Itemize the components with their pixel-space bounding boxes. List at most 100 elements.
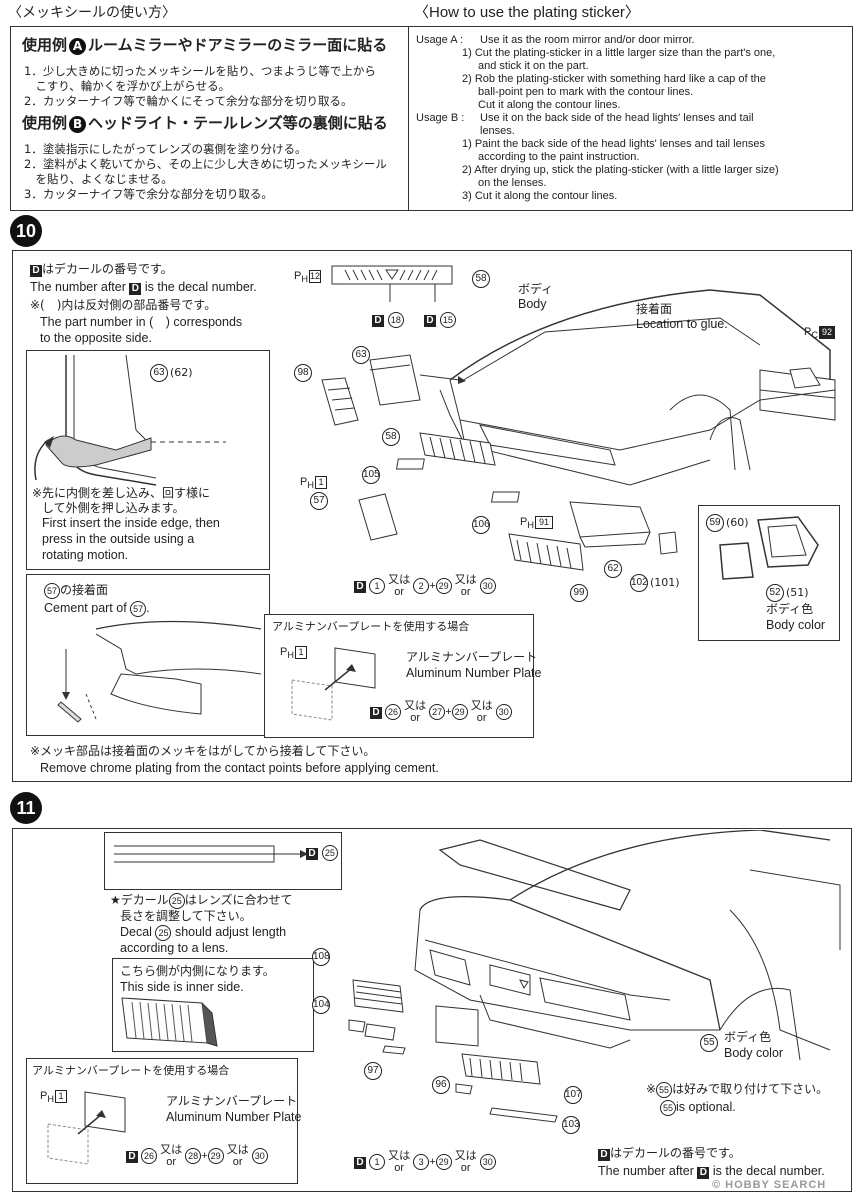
decal-18-label: D 18 <box>372 312 404 328</box>
rear-body-color-jp: ボディ色 <box>724 1030 772 1044</box>
usage-b-en-2b: on the lenses. <box>478 177 547 189</box>
part-107-callout: 107 <box>564 1086 582 1104</box>
part-105-drawing <box>395 458 425 470</box>
body-en-label: Body <box>518 297 547 311</box>
usage-a-badge: A <box>69 38 87 55</box>
usage-b-en-label: Usage B : <box>416 112 465 124</box>
inner-lens-drawing <box>121 997 218 1047</box>
body-jp-label: ボディ <box>518 282 554 296</box>
inset-alum-plate-10 <box>264 614 534 738</box>
step10-paren-en: The part number in ( ) corresponds <box>40 315 243 329</box>
chrome-note-jp: ※メッキ部品は接着面のメッキをはがしてから接着して下さい。 <box>30 744 376 758</box>
alum-title-11: アルミナンバープレートを使用する場合 <box>32 1064 230 1077</box>
alum-plate-drawing-11 <box>47 1091 126 1165</box>
part-108-callout: 108 <box>312 948 330 966</box>
part-101-paren: (101) <box>650 576 680 589</box>
chrome-note-en: Remove chrome plating from the contact p… <box>40 761 439 775</box>
part-105-callout: 105 <box>362 466 380 484</box>
part-60-paren: (60) <box>726 516 749 529</box>
part-102-drawing <box>658 531 678 555</box>
inner-side-jp: こちら側が内側になります。 <box>120 964 275 978</box>
part-58-top-label: 58 <box>472 270 490 288</box>
usage-a-en-text: Use it as the room mirror and/or door mi… <box>480 34 695 46</box>
usage-a-jp-step2: 2．カッターナイフ等で輪かくにそって余分な部分を切り取る。 <box>24 94 353 108</box>
usage-b-en-1: 1) Paint the back side of the head light… <box>462 138 765 150</box>
part-63-label: 63 <box>150 364 168 382</box>
usage-a-en-2c: Cut it along the contour lines. <box>478 99 621 111</box>
insert-en: First insert the inside edge, then <box>42 516 220 530</box>
usage-b-jp-step1: 1．塗装指示にしたがってレンズの裏側を塗り分ける。 <box>24 142 307 156</box>
part-59-callout: 59 <box>706 514 724 532</box>
step-10-number: 10 <box>10 215 42 247</box>
inner-side-en: This side is inner side. <box>120 980 244 994</box>
part-52-callout: 52 <box>766 584 784 602</box>
usage-a-jp-step1b: こすり、輪かくを浮かび上がらせる。 <box>24 79 231 93</box>
usage-b-en-textb: lenses. <box>480 125 515 137</box>
part-57-drawing <box>358 493 398 541</box>
usage-b-jp-step2: 2．塗料がよく乾いてから、その上に少し大きめに切ったメッキシール <box>24 157 387 171</box>
usage-b-jp-step2b: を貼り、よくなじませる。 <box>24 172 173 186</box>
alum-jp-10: アルミナンバープレート <box>406 650 538 664</box>
part-99-callout: 99 <box>570 584 588 602</box>
decal-lens-en3: according to a lens. <box>120 941 229 955</box>
part-104-callout: 104 <box>312 996 330 1014</box>
part-106-callout: 106 <box>472 516 490 534</box>
part-103-callout: 103 <box>562 1116 580 1134</box>
glue-jp-label: 接着面 <box>636 302 673 316</box>
alum-jp-11: アルミナンバープレート <box>166 1094 298 1108</box>
usage-b-en-2: 2) After drying up, stick the plating-st… <box>462 164 779 176</box>
decal-25-label: D 25 <box>306 845 338 861</box>
rear-body-color-en: Body color <box>724 1046 784 1060</box>
decal-15-label: D 15 <box>424 312 456 328</box>
part-62-drawing <box>569 501 651 548</box>
car-front-drawing <box>439 289 836 486</box>
sticker-en-panel <box>408 26 853 211</box>
number-plate-drawing <box>435 1005 479 1047</box>
part-98-callout: 98 <box>294 364 312 382</box>
watermark: © HOBBY SEARCH <box>712 1179 827 1191</box>
step-11-number: 11 <box>10 792 42 824</box>
mirror-body-color-jp: ボディ色 <box>766 602 814 616</box>
mirror-drawing <box>719 516 819 580</box>
usage-b-en-text: Use it on the back side of the head ligh… <box>480 112 754 124</box>
part-96-callout: 96 <box>432 1076 450 1094</box>
step11-decal-en: The number after D is the decal number. <box>598 1164 825 1179</box>
decal-d-icon: D <box>129 283 142 295</box>
alum-en-10: Aluminum Number Plate <box>406 666 542 680</box>
sticker-jp-title: 〈メッキシールの使い方〉 <box>8 5 176 21</box>
usage-a-en-1b: and stick it on the part. <box>478 60 589 72</box>
decal-lens-jp3: 長さを調整して下さい。 <box>120 909 252 923</box>
part-51-paren: (51) <box>786 586 809 599</box>
insert-en2: press in the outside using a <box>42 532 195 546</box>
part-99-drawing <box>508 533 584 571</box>
part-62-callout: 62 <box>604 560 622 578</box>
alum-en-11: Aluminum Number Plate <box>166 1110 302 1124</box>
usage-b-jp-step3: 3．カッターナイフ等で余分な部分を切り取る。 <box>24 187 273 201</box>
alum-plate-drawing-10 <box>291 647 376 721</box>
usage-a-en-1: 1) Cut the plating-sticker in a little l… <box>462 47 776 59</box>
mirror-body-color-en: Body color <box>766 618 826 632</box>
inset-alum-plate-11 <box>26 1058 298 1184</box>
car-rear-drawing <box>414 830 841 1061</box>
part-104-97-drawing <box>348 1019 406 1055</box>
decal-d-icon: D <box>30 265 42 277</box>
part-102-callout: 102 <box>630 574 648 592</box>
corner-lamp-parts <box>321 354 466 426</box>
step10-paren-en2: to the opposite side. <box>40 331 152 345</box>
part-97-callout: 97 <box>364 1062 382 1080</box>
usage-a-en-2: 2) Rob the plating-sticker with somethin… <box>462 73 766 85</box>
